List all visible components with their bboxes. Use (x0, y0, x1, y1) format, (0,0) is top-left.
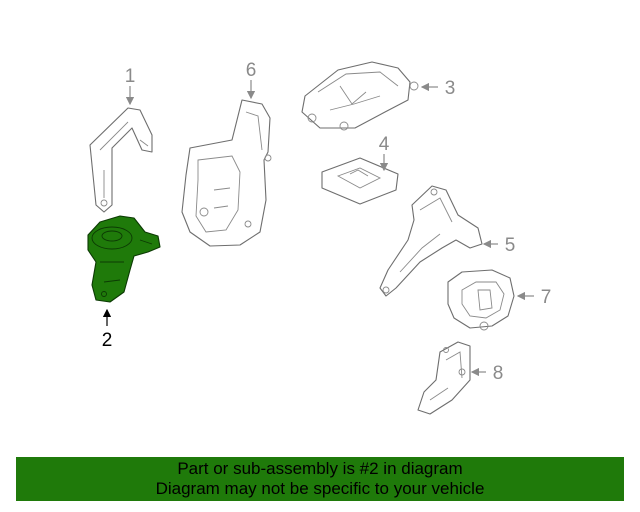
part-8-bracket[interactable] (417, 341, 471, 415)
part-1-bracket[interactable] (89, 107, 153, 213)
part-7-mount[interactable] (447, 269, 515, 331)
callout-4: 4 (379, 134, 390, 155)
callout-2: 2 (102, 330, 113, 351)
callout-6: 6 (246, 60, 257, 81)
part-4-pad[interactable] (321, 157, 399, 205)
part-5-torque-rod[interactable] (379, 185, 483, 297)
banner-line-1: Part or sub-assembly is #2 in diagram (177, 459, 463, 478)
part-6-bracket[interactable] (181, 99, 272, 247)
part-2-mount-highlighted[interactable] (87, 215, 161, 303)
callout-7: 7 (541, 287, 552, 308)
callout-1: 1 (125, 66, 136, 87)
info-banner: Part or sub-assembly is #2 in diagram Di… (16, 457, 624, 501)
callout-8: 8 (493, 363, 504, 384)
parts-diagram: 1 2 3 4 5 6 7 8 (87, 60, 552, 415)
callout-3: 3 (445, 78, 456, 99)
part-3-bracket[interactable] (301, 61, 419, 131)
callout-5: 5 (505, 235, 516, 256)
banner-line-2: Diagram may not be specific to your vehi… (155, 479, 485, 498)
